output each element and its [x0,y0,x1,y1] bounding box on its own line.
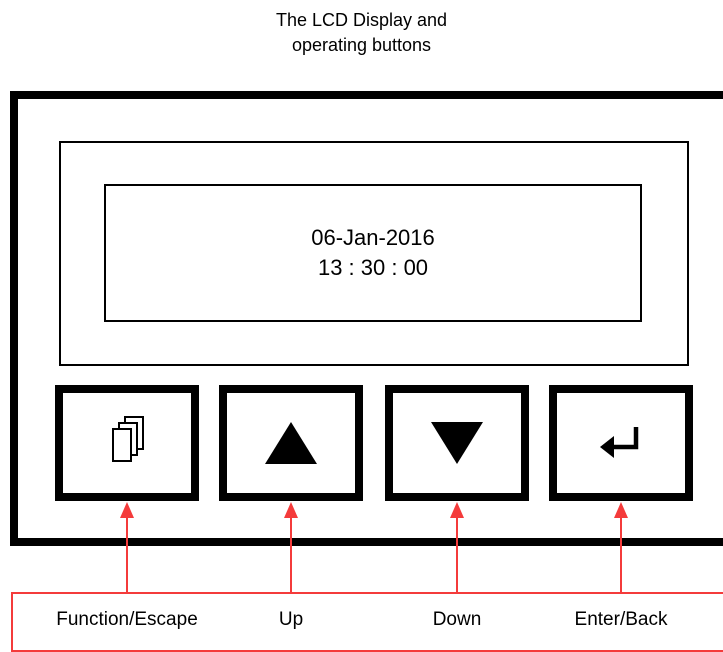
enter-back-button[interactable] [549,385,693,501]
down-triangle-icon [431,422,483,464]
lcd-bezel [59,141,689,366]
callout-arrows [120,502,628,592]
label-up: Up [278,609,304,630]
pages-icon [112,416,144,462]
lcd-date: 06-Jan-2016 [311,225,435,250]
label-enter-back: Enter/Back [574,609,668,630]
down-button[interactable] [385,385,529,501]
lcd-time: 13 : 30 : 00 [317,255,429,280]
device-panel [10,91,723,546]
lcd-screen: 06-Jan-2016 13 : 30 : 00 [104,184,642,322]
title-line-1: The LCD Display and [275,10,448,30]
up-button[interactable] [219,385,363,501]
label-down: Down [432,609,482,630]
function-escape-button[interactable] [55,385,199,501]
diagram-title: The LCD Display and operating buttons [0,8,723,58]
up-triangle-icon [265,422,317,464]
title-line-2: operating buttons [291,35,432,55]
label-function-escape: Function/Escape [56,609,198,630]
enter-arrow-icon [600,427,639,458]
